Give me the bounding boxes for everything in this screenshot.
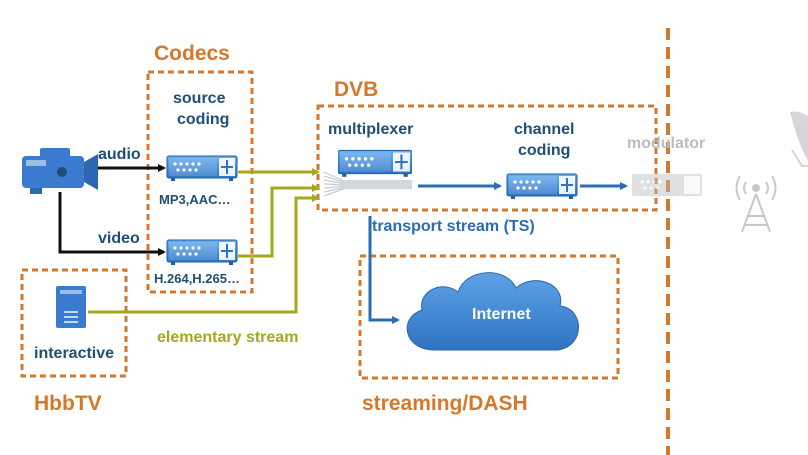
channel-coding-device-icon [506,172,578,200]
interactive-label: interactive [34,345,115,362]
cloud-icon [406,272,579,351]
hbbtv-box [20,268,128,378]
multiplexer-device-icon [338,149,412,178]
video-es-line [238,184,320,258]
audio-label: audio [98,146,141,163]
ts-internet-line [368,216,400,324]
codecs-title: Codecs [154,42,230,65]
dvb-box [316,104,658,212]
source-coding-label-2: coding [177,111,230,128]
multiplexer-label: multiplexer [328,121,414,138]
channel-coding-label-2: coding [518,142,571,159]
hbbtv-title: HbbTV [34,392,102,415]
video-line [58,192,166,256]
video-label: video [98,230,140,247]
codecs-box [146,70,254,294]
streaming-title: streaming/DASH [362,392,528,415]
interactive-es-line [88,194,320,314]
mux-output-bar [340,180,412,189]
source-coding-label-1: source [173,90,226,107]
satellite-dish-icon [790,111,808,167]
audio-codecs-label: MP3,AAC… [159,192,231,207]
dvb-title: DVB [334,78,379,101]
elementary-stream-label: elementary stream [157,329,299,346]
modulator-device-icon [632,174,702,196]
channel-coding-label-1: channel [514,121,575,138]
transport-stream-label: transport stream (TS) [372,218,535,235]
audio-encoder-device-icon [166,154,238,182]
video-codecs-label: H.264,H.265… [154,271,240,286]
video-camera-icon [22,148,98,194]
internet-label: Internet [472,306,531,323]
video-encoder-device-icon [166,238,238,266]
server-icon [56,286,86,328]
modulator-label: modulator [627,135,706,152]
transmitter-tower-icon [735,175,777,233]
